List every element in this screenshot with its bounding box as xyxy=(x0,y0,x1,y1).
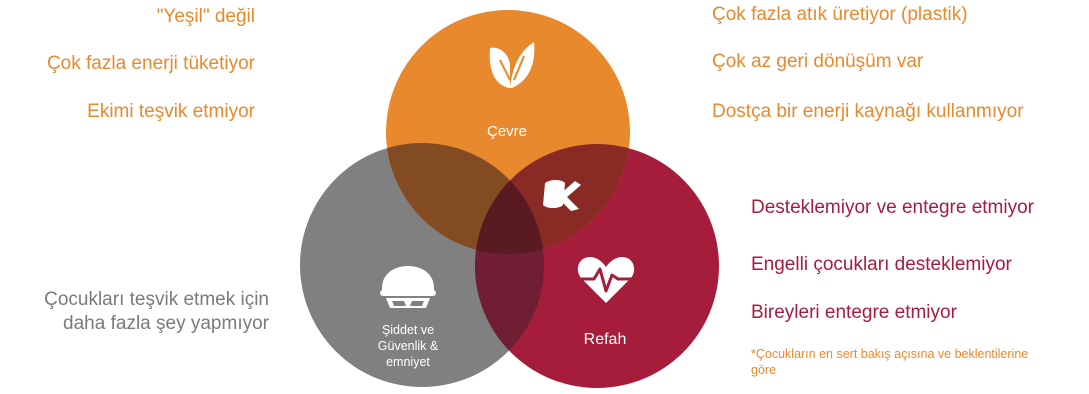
safety-label-line-1: Şiddet ve xyxy=(382,323,434,337)
env-issue-right-1: Çok fazla atık üretiyor (plastik) xyxy=(712,4,968,25)
overlap-env-welfare xyxy=(475,144,630,254)
safety-issue-line-1: Çocukları teşvik etmek için xyxy=(44,289,269,310)
welfare-issue-3: Bireyleri entegre etmiyor xyxy=(751,302,957,323)
masked-figure-icon xyxy=(380,266,436,308)
leaf-icon xyxy=(489,42,535,88)
welfare-issue-2: Engelli çocukları desteklemiyor xyxy=(751,254,1012,275)
env-issue-left-3: Ekimi teşvik etmiyor xyxy=(87,101,255,122)
footnote: *Çocukların en sert bakış açısına ve bek… xyxy=(751,347,1029,377)
env-issue-right-2: Çok az geri dönüşüm var xyxy=(712,51,924,72)
environment-label: Çevre xyxy=(487,123,527,140)
k-logo-icon xyxy=(543,180,581,211)
safety-label-line-2: Güvenlik & xyxy=(378,339,439,353)
welfare-label: Refah xyxy=(584,331,627,348)
safety-label-line-3: emniyet xyxy=(386,355,430,369)
env-issue-right-3: Dostça bir enerji kaynağı kullanmıyor xyxy=(712,101,1024,122)
env-issue-left-2: Çok fazla enerji tüketiyor xyxy=(46,53,255,74)
heart-pulse-icon xyxy=(577,257,635,303)
overlap-env-safety xyxy=(386,143,544,254)
welfare-issue-1: Desteklemiyor ve entegre etmiyor xyxy=(751,197,1034,218)
safety-issue-line-2: daha fazla şey yapmıyor xyxy=(63,313,269,334)
env-issue-left-1: "Yeşil" değil xyxy=(156,6,255,27)
